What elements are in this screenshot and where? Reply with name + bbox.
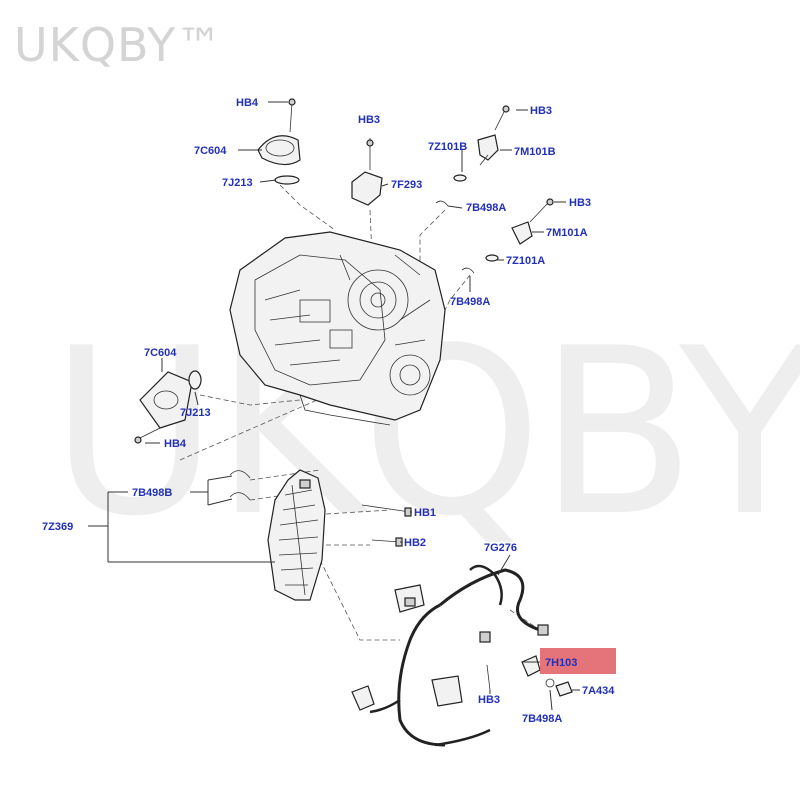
label-7j213-left: 7J213 [180, 407, 211, 419]
label-7g276: 7G276 [484, 542, 517, 554]
label-7h103: 7H103 [545, 657, 577, 669]
valve-body-7z369 [267, 469, 326, 601]
watermark-logo: UKQBY™ [14, 18, 224, 72]
label-hb3-mid-right: HB3 [569, 197, 591, 209]
label-7z101a: 7Z101A [506, 255, 545, 267]
transmission-housing [229, 231, 446, 426]
label-hb3-top-right: HB3 [530, 105, 552, 117]
highlight-7h103 [540, 648, 616, 674]
label-7b498b: 7B498B [132, 487, 172, 499]
label-7z101b: 7Z101B [428, 141, 467, 153]
top-right-sensor-7m101b [453, 105, 510, 182]
label-7j213-top: 7J213 [222, 177, 253, 189]
callout-labels: HB4 7C604 7J213 HB3 7F293 7Z101B HB3 7M1… [42, 97, 615, 725]
label-hb3-bottom: HB3 [478, 694, 500, 706]
label-hb3-top-center: HB3 [358, 114, 380, 126]
label-hb1: HB1 [414, 507, 436, 519]
left-cover-7c604 [134, 370, 202, 444]
clips-7b498b [229, 470, 251, 501]
label-7b498a-mid: 7B498A [450, 296, 490, 308]
wiring-harness-7g276 [351, 564, 573, 747]
mid-right-sensor-7m101a [485, 198, 554, 262]
label-7b498a-bottom: 7B498A [522, 713, 562, 725]
label-hb4-top: HB4 [236, 97, 259, 109]
top-cover-7c604 [257, 98, 301, 185]
top-sensor-7f293 [351, 138, 383, 206]
label-hb4-left: HB4 [164, 438, 187, 450]
label-7a434: 7A434 [582, 685, 615, 697]
label-7c604-left: 7C604 [144, 347, 177, 359]
label-7f293: 7F293 [391, 179, 422, 191]
label-7m101a: 7M101A [546, 227, 588, 239]
label-7z369: 7Z369 [42, 521, 73, 533]
label-hb2: HB2 [404, 537, 426, 549]
small-clips [435, 200, 475, 274]
leader-lines [88, 101, 580, 711]
label-7c604-top: 7C604 [194, 145, 227, 157]
label-7b498a-upper: 7B498A [466, 202, 506, 214]
label-7m101b: 7M101B [514, 146, 556, 158]
